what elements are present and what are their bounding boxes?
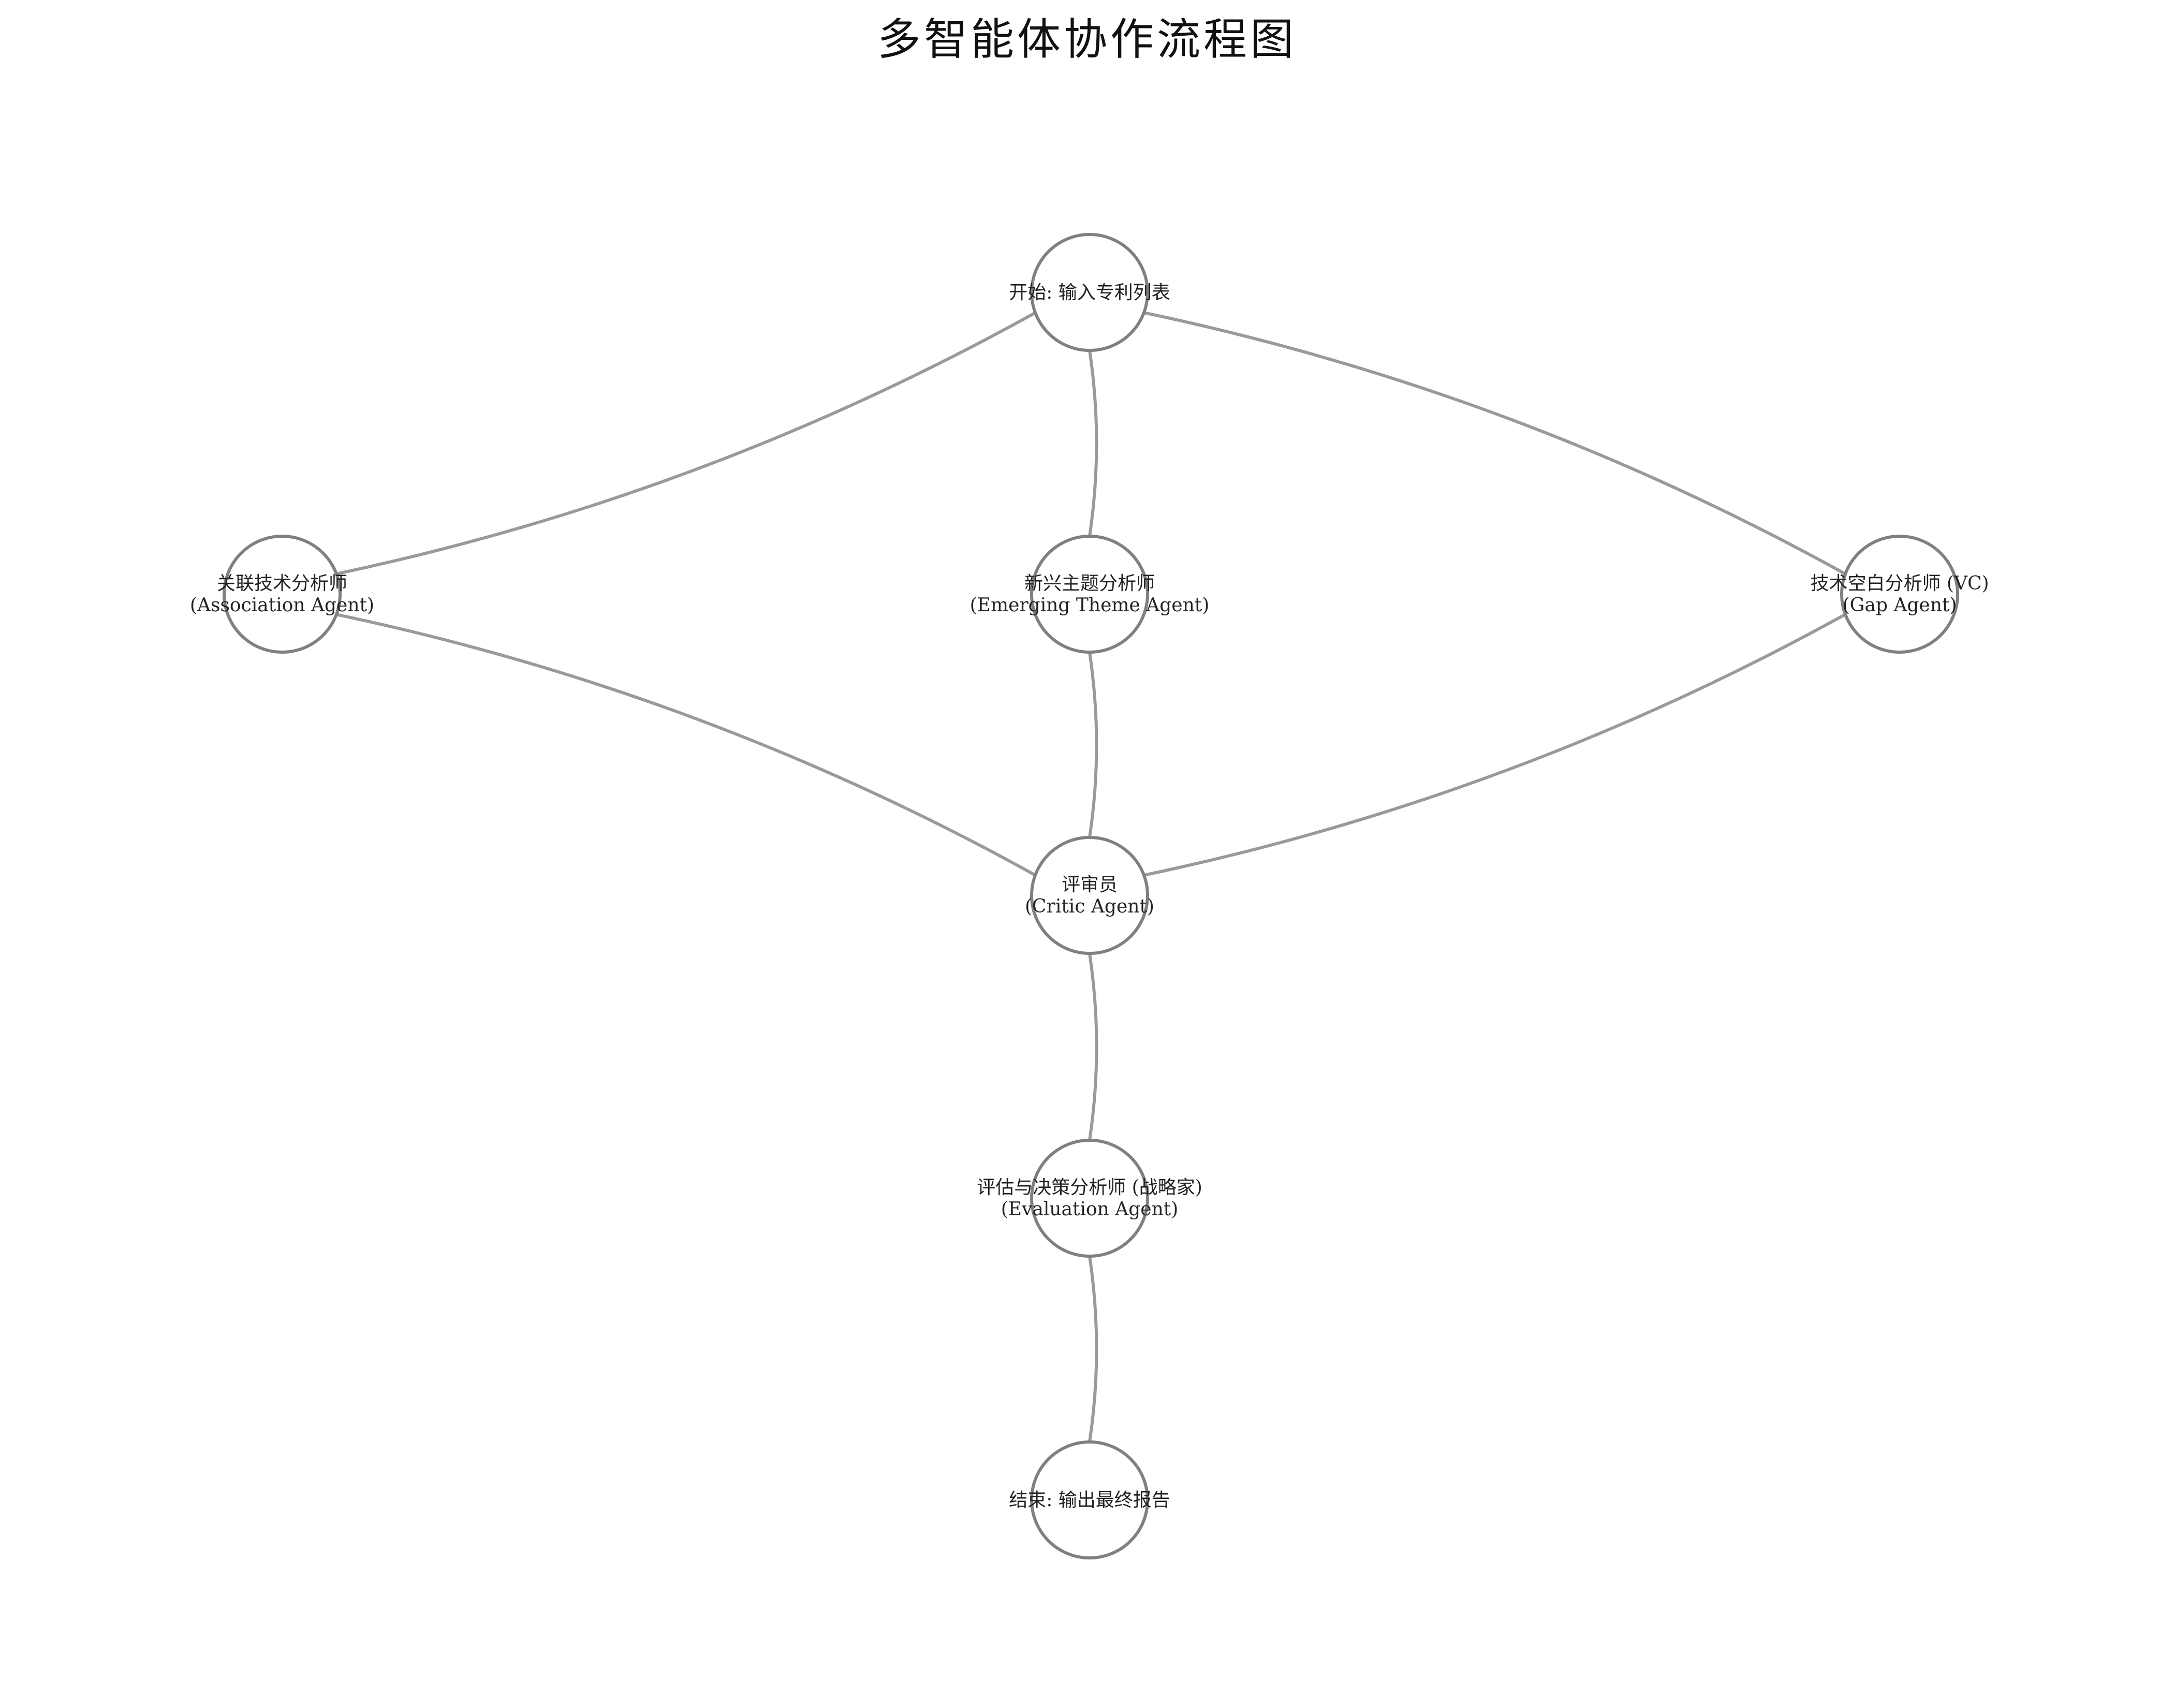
node-critic-circle[interactable] (1030, 836, 1149, 955)
node-emerging-label-line-1: (Emerging Theme Agent) (970, 595, 1210, 616)
node-emerging-label-line-0: 新兴主题分析师 (1024, 573, 1155, 594)
edge-association-to-critic (336, 613, 1036, 877)
node-association[interactable]: 关联技术分析师(Association Agent) (190, 535, 374, 654)
node-critic-label-line-1: (Critic Agent) (1025, 896, 1154, 917)
node-emerging[interactable]: 新兴主题分析师(Emerging Theme Agent) (970, 535, 1210, 654)
node-association-circle[interactable] (223, 535, 342, 654)
node-emerging-circle[interactable] (1030, 535, 1149, 654)
edge-start-to-emerging (1088, 350, 1098, 537)
node-gap-label-line-1: (Gap Agent) (1843, 595, 1957, 616)
node-association-label-line-1: (Association Agent) (190, 595, 374, 616)
edge-gap-to-critic (1143, 613, 1846, 877)
edges-layer (336, 311, 1846, 1442)
node-end-circle[interactable] (1030, 1440, 1149, 1559)
node-critic[interactable]: 评审员(Critic Agent) (1025, 836, 1154, 955)
node-gap-label-line-0: 技术空白分析师 (VC) (1810, 573, 1989, 594)
node-end-label-line-0: 结束: 输出最终报告 (1009, 1490, 1170, 1511)
node-association-label-line-0: 关联技术分析师 (217, 573, 347, 594)
edge-emerging-to-critic (1088, 652, 1098, 838)
edge-evaluation-to-end (1088, 1256, 1098, 1442)
node-evaluation-label-line-0: 评估与决策分析师 (战略家) (977, 1177, 1202, 1198)
node-evaluation[interactable]: 评估与决策分析师 (战略家)(Evaluation Agent) (977, 1139, 1202, 1258)
node-critic-label-line-0: 评审员 (1062, 874, 1118, 895)
diagram-title: 多智能体协作流程图 (877, 14, 1297, 65)
node-gap-circle[interactable] (1840, 535, 1959, 654)
node-gap[interactable]: 技术空白分析师 (VC)(Gap Agent) (1810, 535, 1989, 654)
node-evaluation-circle[interactable] (1030, 1139, 1149, 1258)
edge-start-to-gap (1143, 311, 1846, 576)
node-start[interactable]: 开始: 输入专利列表 (1009, 233, 1170, 352)
edge-critic-to-evaluation (1088, 953, 1098, 1141)
node-evaluation-label-line-1: (Evaluation Agent) (1001, 1199, 1179, 1220)
node-start-circle[interactable] (1030, 233, 1149, 352)
node-start-label-line-0: 开始: 输入专利列表 (1009, 282, 1170, 303)
edge-start-to-association (336, 311, 1036, 576)
node-end[interactable]: 结束: 输出最终报告 (1009, 1440, 1170, 1559)
